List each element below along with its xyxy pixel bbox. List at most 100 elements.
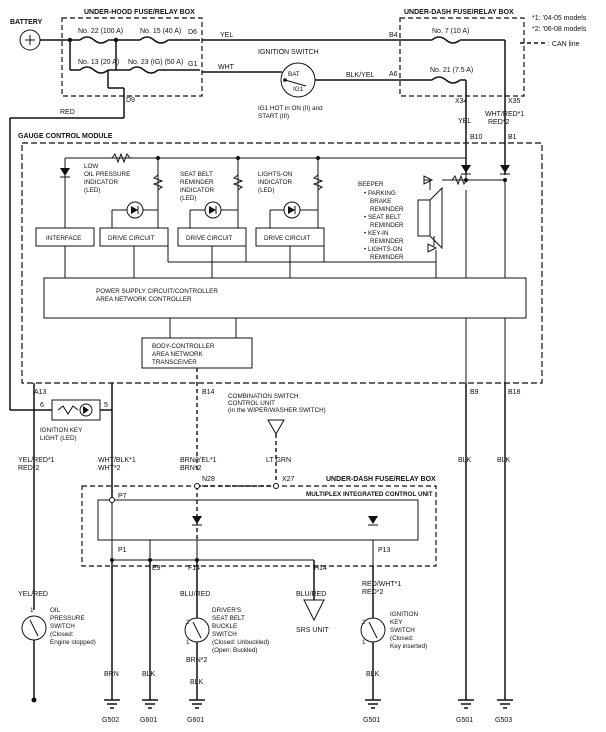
ignition-ig1: IG1 [293,86,304,93]
pin-b1: B1 [508,134,517,141]
ground-g502: G502 [102,699,120,724]
fuse-21-label: No. 21 (7.5 A) [430,67,473,74]
pin-b18: B18 [508,389,521,396]
svg-text:IGNITION: IGNITION [390,611,418,618]
svg-text:REMINDER: REMINDER [370,222,404,229]
wire-yel: YEL [220,32,233,39]
pin-d6: D6 [188,29,197,36]
ignition-key-switch: 2 1 IGNITION KEY SWITCH (Closed: Key ins… [360,611,427,700]
svg-text:(Closed:: (Closed: [50,631,74,638]
pin-e9: E9 [152,565,161,572]
ground-g601-a: G601 [140,699,158,724]
srs-unit-symbol [303,599,325,622]
svg-text:PRESSURE: PRESSURE [50,615,85,622]
wire-red: RED [60,109,75,116]
wire-yel-x34: YEL [458,118,471,125]
wire-blk-yel: BLK/YEL [346,72,375,79]
svg-text:G502: G502 [102,717,119,724]
legend-can-line: : CAN line [548,41,580,48]
grounds: G502 G601 G601 G501 G501 G503 [102,699,513,724]
battery-label: BATTERY [10,19,43,26]
svg-text:G601: G601 [140,717,157,724]
svg-text:• KEY-IN: • KEY-IN [364,230,389,237]
body-controller-label-3: TRANSCEIVER [152,359,197,366]
combo-switch-label-2: CONTROL UNIT [228,400,275,407]
pin-d9: D9 [126,97,135,104]
svg-text:BUCKLE: BUCKLE [212,623,237,630]
lights-indicator-label: LIGHTS-ON INDICATOR (LED) [258,171,293,194]
combo-switch-label-3: (in the WIPER/WASHER SWITCH) [228,407,326,414]
underdash-fuse-box-bottom: UNDER-DASH FUSE/RELAY BOX MULTIPLEX INTE… [81,476,437,572]
legend-note-2: *2: '06-08 models [532,26,587,33]
combination-switch-unit: COMBINATION SWITCH CONTROL UNIT (in the … [228,393,326,486]
fuse-13 [79,66,109,74]
pin-p13: P13 [378,547,391,554]
wire-blk-key: BLK [366,671,380,678]
micu-block [97,499,419,541]
ground-g601-b: G601 [187,699,205,724]
svg-text:KEY: KEY [390,619,403,626]
fuse-23-label: No. 23 (IG) (50 A) [128,59,183,66]
svg-text:INDICATOR: INDICATOR [258,179,293,186]
pin-b10: B10 [470,134,483,141]
pin-p7: P7 [118,493,127,500]
wire-red-2b: RED*2 [18,465,40,472]
combo-switch-label-1: COMBINATION SWITCH [228,393,299,400]
wire-red-wht-1: RED/WHT*1 [362,581,401,588]
pin-x35: X35 [508,98,521,105]
svg-text:(Closed:: (Closed: [390,635,414,642]
oil-indicator-label: LOW OIL PRESSURE INDICATOR (LED) [84,163,130,194]
ignition-key-light: 6 5 IGNITION KEY LIGHT (LED) [10,383,113,442]
wire-wht-red-1: WHT/RED*1 [485,111,524,118]
beeper-label: BEEPER • PARKING BRAKE REMINDER • SEAT B… [358,181,404,261]
svg-text:INDICATOR: INDICATOR [180,187,215,194]
belt-indicator-label: SEAT BELT REMINDER INDICATOR (LED) [180,171,215,202]
wire-wht-2: WHT*2 [98,465,121,472]
svg-text:BEEPER: BEEPER [358,181,384,188]
oil-switch-pin: 1 [30,607,34,614]
svg-text:LOW: LOW [84,163,98,170]
key-light-pin-6: 6 [40,402,44,409]
srs-label: SRS UNIT [296,627,329,634]
svg-text:G501: G501 [456,717,473,724]
svg-text:SWITCH: SWITCH [212,631,237,638]
wire-brn-yel-1: BRN/YEL*1 [180,457,217,464]
fuse-21 [431,76,461,84]
wire-wht: WHT [218,64,235,71]
drive-circuit-3-label: DRIVE CIRCUIT [264,235,311,242]
gauge-control-module: GAUGE CONTROL MODULE B10 B1 [18,133,543,396]
svg-text:SEAT BELT: SEAT BELT [180,171,213,178]
svg-text:REMINDER: REMINDER [370,206,404,213]
wire-blk-e9: BLK [142,671,156,678]
legend: *1: '04-05 models *2: '06-08 models : CA… [520,15,587,48]
svg-text:Engine stopped): Engine stopped) [50,639,96,646]
wire-blk-belt: BLK [190,679,204,686]
wire-wht-blk-1: WHT/BLK*1 [98,457,136,464]
body-controller-label-1: BODY-CONTROLLER [152,343,215,350]
svg-text:OIL: OIL [50,607,61,614]
svg-text:G503: G503 [495,717,512,724]
fuse-22 [79,36,109,44]
drive-circuit-1-label: DRIVE CIRCUIT [108,235,155,242]
fuse-7 [431,36,461,44]
svg-text:REMINDER: REMINDER [370,254,404,261]
svg-text:OIL PRESSURE: OIL PRESSURE [84,171,130,178]
pin-b4: B4 [389,32,398,39]
wire-yel-red: YEL/RED [18,591,48,598]
svg-text:(Closed: Unbuckled): (Closed: Unbuckled) [212,639,269,646]
gcm-title: GAUGE CONTROL MODULE [18,133,113,140]
pin-b9: B9 [470,389,479,396]
body-controller-label-2: AREA NETWORK [152,351,204,358]
ground-g501-b: G501 [456,699,474,724]
ignition-note-2: START (III) [258,113,289,120]
wire-brn-2: BRN*2 [180,465,202,472]
svg-text:SEAT BELT: SEAT BELT [212,615,245,622]
fuse-13-label: No. 13 (20 A) [78,59,119,66]
svg-text:REMINDER: REMINDER [180,179,214,186]
pin-x27: X27 [282,476,295,483]
power-supply-label-2: AREA NETWORK CONTROLLER [96,296,192,303]
svg-text:(LED): (LED) [258,187,274,194]
key-light-label-2: LIGHT (LED) [40,435,77,442]
wire-yel-red-1: YEL/RED*1 [18,457,55,464]
